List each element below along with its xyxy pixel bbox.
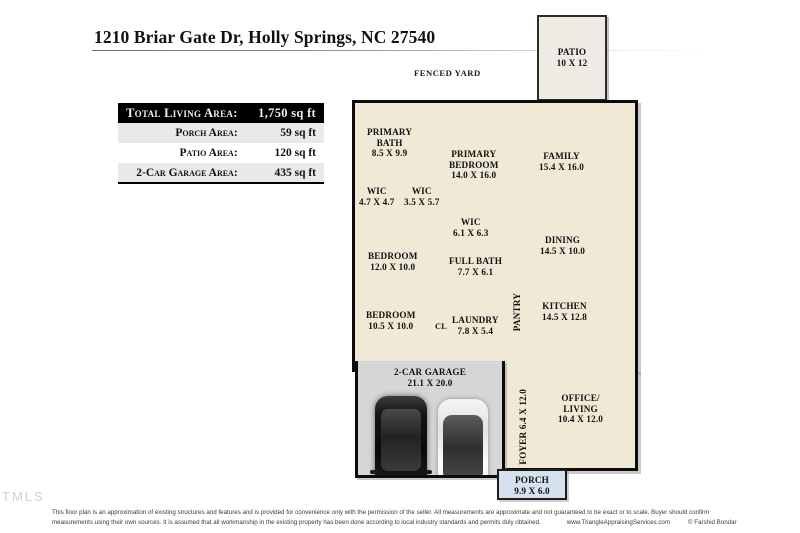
room-label-laundry: LAUNDRY 7.8 X 5.4 [452,315,499,336]
room-porch: PORCH 9.9 X 6.0 [497,469,567,500]
room-label-wic-right: WIC 3.5 X 5.7 [404,186,440,207]
room-name: BEDROOM [366,310,416,320]
room-dimensions: 9.9 X 6.0 [514,485,550,496]
room-dimensions: 8.5 X 9.9 [371,148,408,159]
area-summary-table: Total Living Area: 1,750 sq ft Porch Are… [118,103,324,184]
room-name-line2: BEDROOM [449,159,499,170]
room-dimensions: 6.1 X 6.3 [453,227,489,238]
room-label-wic-center: WIC 6.1 X 6.3 [453,217,489,238]
table-row: Total Living Area: 1,750 sq ft [118,103,324,123]
area-label: 2-Car Garage Area: [118,163,246,184]
table-row: Porch Area: 59 sq ft [118,123,324,143]
room-dimensions: 4.7 X 4.7 [359,196,395,207]
page-title: 1210 Briar Gate Dr, Holly Springs, NC 27… [94,27,436,47]
room-name: DINING [544,235,581,245]
room-name: FULL BATH [449,256,502,266]
room-name: PORCH [515,475,549,485]
car-mirror-left [370,470,377,474]
room-name: KITCHEN [542,301,587,311]
room-label-full-bath: FULL BATH 7.7 X 6.1 [449,256,502,277]
room-label-family: FAMILY 15.4 X 16.0 [539,151,584,172]
car-hood [379,476,423,478]
car-light-icon [438,399,488,475]
room-label-office-living: OFFICE/ LIVING 10.4 X 12.0 [558,393,603,425]
area-value: 1,750 sq ft [245,103,324,123]
room-patio: PATIO 10 X 12 [537,15,607,101]
room-label-bedroom-2: BEDROOM 12.0 X 10.0 [368,251,418,272]
car-windshield [443,415,483,475]
room-dimensions: 14.0 X 16.0 [451,170,497,181]
room-name: WIC [460,217,481,227]
disclaimer-line-2: measurements using their own sources. It… [52,518,752,528]
room-label-pantry: PANTRY [512,293,523,331]
room-name: CL [435,322,447,331]
disclaimer-line-2-text: measurements using their own sources. It… [52,518,541,526]
room-name-line2: LIVING [563,403,598,414]
room-dimensions: 6.4 X 12.0 [518,389,528,430]
area-label: Porch Area: [118,123,246,143]
room-label-wic-left: WIC 4.7 X 4.7 [359,186,395,207]
room-dimensions: 21.1 X 20.0 [407,377,453,388]
room-label-bedroom-3: BEDROOM 10.5 X 10.0 [366,310,416,331]
room-garage: 2-CAR GARAGE 21.1 X 20.0 [355,361,505,478]
area-label: Total Living Area: [118,103,246,123]
room-dimensions: 3.5 X 5.7 [404,196,440,207]
car-dark-icon [370,396,432,478]
room-dimensions: 10.5 X 10.0 [368,320,414,331]
room-label-porch: PORCH 9.9 X 6.0 [499,475,565,496]
room-label-garage: 2-CAR GARAGE 21.1 X 20.0 [358,367,502,388]
area-label: Patio Area: [118,143,246,163]
room-name-line1: PRIMARY [367,127,413,137]
room-label-primary-bedroom: PRIMARY BEDROOM 14.0 X 16.0 [449,149,499,181]
tmls-watermark: TMLS [2,489,45,504]
room-label-patio: PATIO 10 X 12 [539,47,605,68]
area-value: 435 sq ft [245,163,324,184]
room-name-line1: OFFICE/ [561,393,600,403]
car-mirror-right [425,470,432,474]
room-name: FOYER [518,431,528,465]
website-link[interactable]: www.TriangleAppraisingServices.com [566,518,671,526]
room-label-dining: DINING 14.5 X 10.0 [540,235,585,256]
room-label-foyer: FOYER 6.4 X 12.0 [518,389,529,465]
copyright-notice: © Farshid Bondar [688,518,737,526]
room-name-line1: PRIMARY [451,149,497,159]
room-name: BEDROOM [368,251,418,261]
room-label-cl: CL [435,322,447,333]
disclaimer-line-1: This floor plan is an approximation of e… [52,509,710,516]
room-name-line2: BATH [376,137,403,148]
room-name: PATIO [557,47,587,57]
area-value: 120 sq ft [245,143,324,163]
front-entry-wing: FOYER 6.4 X 12.0 OFFICE/ LIVING 10.4 X 1… [502,369,638,471]
room-name: PANTRY [512,293,522,332]
room-dimensions: 7.8 X 5.4 [457,325,494,336]
room-dimensions: 7.7 X 6.1 [457,266,494,277]
room-dimensions: 10 X 12 [556,57,588,68]
room-name: FAMILY [543,151,580,161]
room-dimensions: 15.4 X 16.0 [539,161,585,172]
room-name: WIC [411,186,432,196]
disclaimer-footer: This floor plan is an approximation of e… [52,508,752,527]
table-row: 2-Car Garage Area: 435 sq ft [118,163,324,184]
room-dimensions: 14.5 X 12.8 [542,311,588,322]
table-row: Patio Area: 120 sq ft [118,143,324,163]
area-value: 59 sq ft [245,123,324,143]
main-floor-plan-body: PRIMARY BATH 8.5 X 9.9 WIC 4.7 X 4.7 WIC… [352,100,638,372]
title-divider [92,50,712,51]
room-label-kitchen: KITCHEN 14.5 X 12.8 [542,301,587,322]
room-dimensions: 12.0 X 10.0 [370,261,416,272]
room-name: WIC [366,186,387,196]
room-dimensions: 10.4 X 12.0 [558,414,604,425]
car-windshield [381,409,421,471]
room-dimensions: 14.5 X 10.0 [540,245,586,256]
room-label-primary-bath: PRIMARY BATH 8.5 X 9.9 [367,127,412,159]
room-name: LAUNDRY [452,315,499,325]
room-name: 2-CAR GARAGE [394,367,466,377]
fenced-yard-label: FENCED YARD [414,68,481,78]
